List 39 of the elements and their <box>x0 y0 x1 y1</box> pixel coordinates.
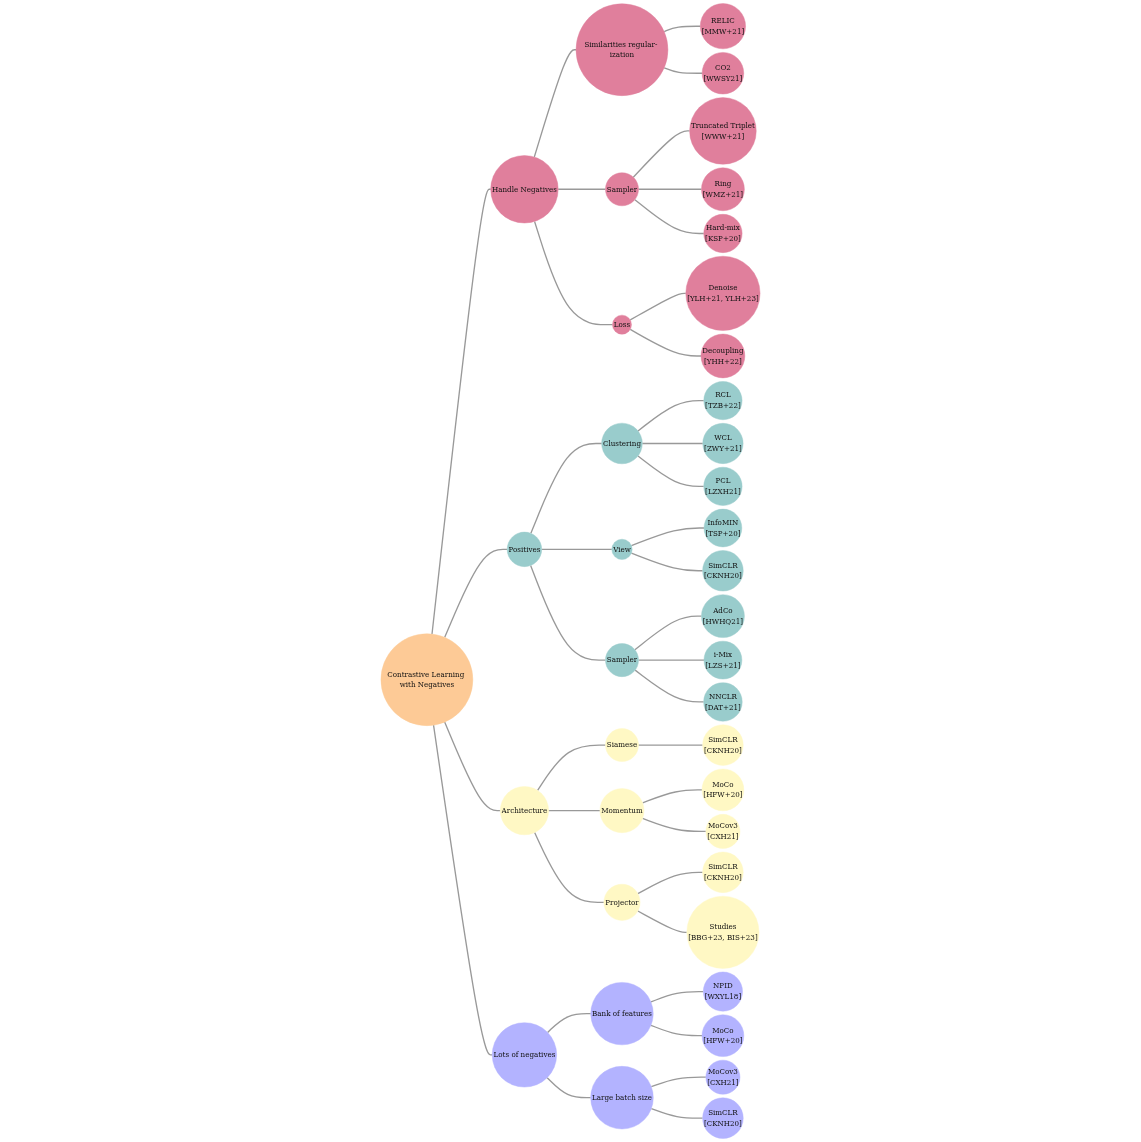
connector <box>546 1012 592 1034</box>
connector <box>533 220 614 326</box>
connector <box>546 1077 592 1099</box>
connector <box>641 817 707 833</box>
connector <box>637 399 705 432</box>
connector <box>630 527 705 547</box>
connector <box>530 442 603 535</box>
connector <box>541 548 613 551</box>
connector <box>629 292 687 321</box>
connector <box>641 442 704 445</box>
connector <box>630 552 704 572</box>
connector <box>533 831 605 903</box>
connector <box>637 188 703 190</box>
connector <box>634 615 703 651</box>
connector <box>637 455 705 488</box>
connector <box>444 721 501 812</box>
connector <box>536 744 607 792</box>
connector <box>637 659 705 661</box>
connector <box>634 669 705 703</box>
connector <box>650 990 704 1003</box>
connector <box>637 871 704 895</box>
connector <box>632 130 691 178</box>
connector <box>533 49 577 158</box>
connector <box>650 1107 704 1119</box>
connector <box>650 1024 703 1037</box>
connector <box>431 188 492 635</box>
connector <box>557 188 607 190</box>
connector <box>634 199 705 235</box>
connector <box>637 744 704 746</box>
connector <box>432 724 493 1056</box>
connector <box>663 25 701 33</box>
connector <box>641 789 703 804</box>
connector <box>444 548 508 638</box>
connector <box>663 67 703 74</box>
connector <box>629 328 702 357</box>
connector <box>637 910 688 933</box>
connector <box>650 1076 707 1088</box>
connector <box>529 564 607 661</box>
connector <box>547 809 601 812</box>
